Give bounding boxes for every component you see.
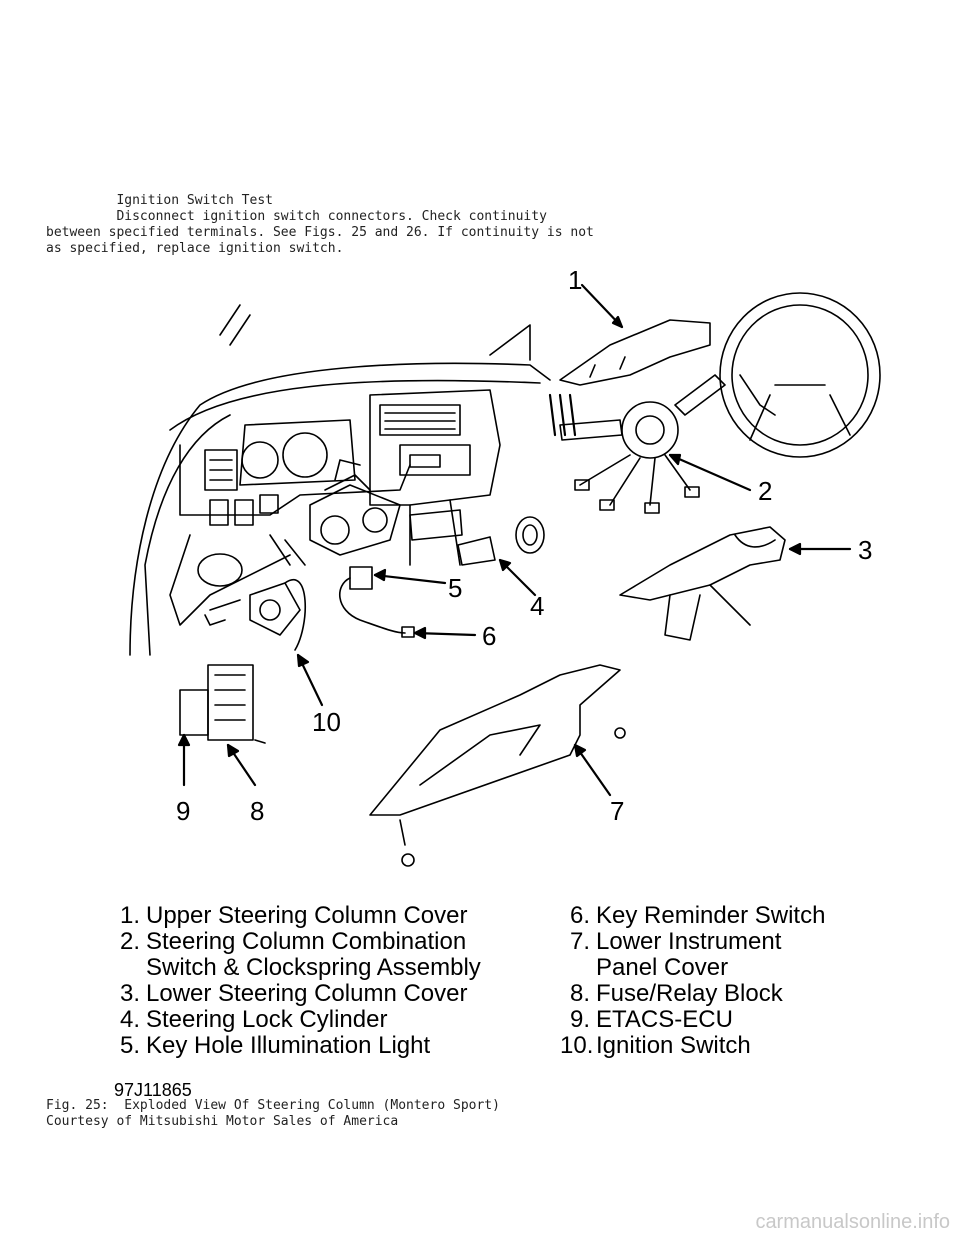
section-intro: Ignition Switch Test Disconnect ignition…: [46, 193, 594, 257]
legend-item: 8.Fuse/Relay Block: [569, 980, 783, 1007]
lower-instrument-panel-cover: [369, 664, 626, 867]
steering-column-illustration: [269, 459, 401, 566]
callout-3: 3: [858, 535, 872, 565]
legend-item: 1.Upper Steering Column Cover: [119, 902, 468, 929]
watermark: carmanualsonline.info: [755, 1211, 950, 1233]
legend-item: 3.Lower Steering Column Cover: [119, 980, 468, 1007]
legend-left: 1.Upper Steering Column Cover 2.Steering…: [110, 903, 481, 1059]
legend-item: 5.Key Hole Illumination Light: [119, 1032, 431, 1059]
key-hole-light: [338, 566, 415, 638]
callout-10: 10: [312, 707, 341, 737]
legend-item: 7.Lower Instrument: [569, 928, 782, 955]
callout-2: 2: [758, 476, 772, 506]
legend-item: 4.Steering Lock Cylinder: [119, 1006, 388, 1033]
legend-item: 9.ETACS-ECU: [569, 1006, 733, 1033]
intro-text-line: Disconnect ignition switch connectors. C…: [46, 209, 547, 224]
steering-wheel: [719, 292, 881, 458]
callout-6: 6: [482, 621, 496, 651]
dashboard-illustration: [129, 304, 577, 656]
legend-item-continuation: Switch & Clockspring Assembly: [146, 954, 481, 981]
combination-switch: [559, 374, 726, 514]
intro-text-line: between specified terminals. See Figs. 2…: [46, 225, 594, 240]
exploded-view-diagram: 1 2 3 4 5 6 7 8 9 10: [129, 265, 881, 867]
legend-item: 2.Steering Column Combination: [119, 928, 467, 955]
callout-8: 8: [250, 796, 264, 826]
callout-5: 5: [448, 573, 462, 603]
legend-item-continuation: Panel Cover: [596, 954, 729, 981]
callout-7: 7: [610, 796, 624, 826]
leader-arrows: [177, 283, 852, 797]
legend-item: 6.Key Reminder Switch: [569, 902, 826, 929]
legend-right: 6.Key Reminder Switch 7.Lower Instrument…: [560, 903, 825, 1059]
fuse-relay-block: [179, 664, 266, 744]
legend-item: 10.Ignition Switch: [560, 1032, 751, 1059]
steering-lock-cylinder: [457, 516, 545, 566]
callout-9: 9: [176, 796, 190, 826]
caption-title: Fig. 25: Exploded View Of Steering Colum…: [46, 1098, 500, 1113]
figure-code: 97J11865: [114, 1080, 192, 1100]
callout-1: 1: [568, 265, 582, 295]
lower-column-cover: [619, 526, 786, 601]
upper-column-cover: [559, 319, 711, 386]
ignition-switch: [204, 579, 307, 651]
figure-caption: Fig. 25: Exploded View Of Steering Colum…: [46, 1098, 500, 1130]
intro-text-line: as specified, replace ignition switch.: [46, 241, 344, 256]
caption-credit: Courtesy of Mitsubishi Motor Sales of Am…: [46, 1114, 399, 1129]
callout-4: 4: [530, 591, 544, 621]
section-heading: Ignition Switch Test: [46, 193, 273, 208]
